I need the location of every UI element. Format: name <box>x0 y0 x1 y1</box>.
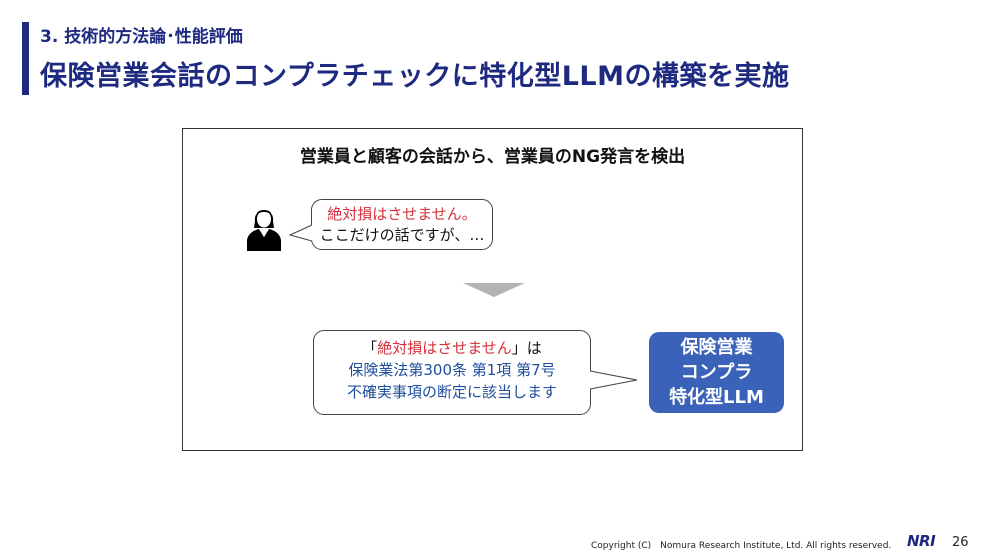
section-label: 3. 技術的方法論･性能評価 <box>40 27 243 47</box>
result-line-1: 「絶対損はさせません」は <box>318 337 586 359</box>
llm-box-line-2: コンプラ <box>680 362 753 383</box>
nri-logo: NRI <box>907 532 936 550</box>
result-line-2: 保険業法第300条 第1項 第7号 <box>348 361 556 379</box>
diagram-caption: 営業員と顧客の会話から、営業員のNG発言を検出 <box>299 147 686 167</box>
title-accent-bar <box>22 22 29 95</box>
flow-arrow-down <box>463 283 525 297</box>
customer-bubble-tail <box>289 224 313 242</box>
compliance-llm-box: 保険営業 コンプラ 特化型LLM <box>649 332 784 413</box>
page-number: 26 <box>952 535 969 550</box>
speech-ng-phrase: 絶対損はさせません。 <box>327 205 477 223</box>
footer-copyright: Copyright (C) Nomura Research Institute,… <box>591 541 892 551</box>
diagram-frame: 営業員と顧客の会話から、営業員のNG発言を検出 絶対損はさせません。 ここだけの… <box>182 128 803 451</box>
speech-continuation: ここだけの話ですが、… <box>319 226 485 244</box>
llm-box-line-3: 特化型LLM <box>669 387 764 408</box>
result-close-quote: 」は <box>511 339 542 357</box>
customer-speech-bubble: 絶対損はさせません。 ここだけの話ですが、… <box>311 199 493 250</box>
llm-box-line-1: 保険営業 <box>680 337 753 358</box>
result-open-quote: 「 <box>362 339 378 357</box>
result-ng-phrase: 絶対損はさせません <box>377 339 512 357</box>
customer-person-icon <box>247 210 281 251</box>
result-bubble-tail <box>589 370 638 390</box>
detection-result-bubble: 「絶対損はさせません」は 保険業法第300条 第1項 第7号 不確実事項の断定に… <box>313 330 591 415</box>
page-title: 保険営業会話のコンプラチェックに特化型LLMの構築を実施 <box>40 61 790 92</box>
result-line-3: 不確実事項の断定に該当します <box>346 383 557 401</box>
